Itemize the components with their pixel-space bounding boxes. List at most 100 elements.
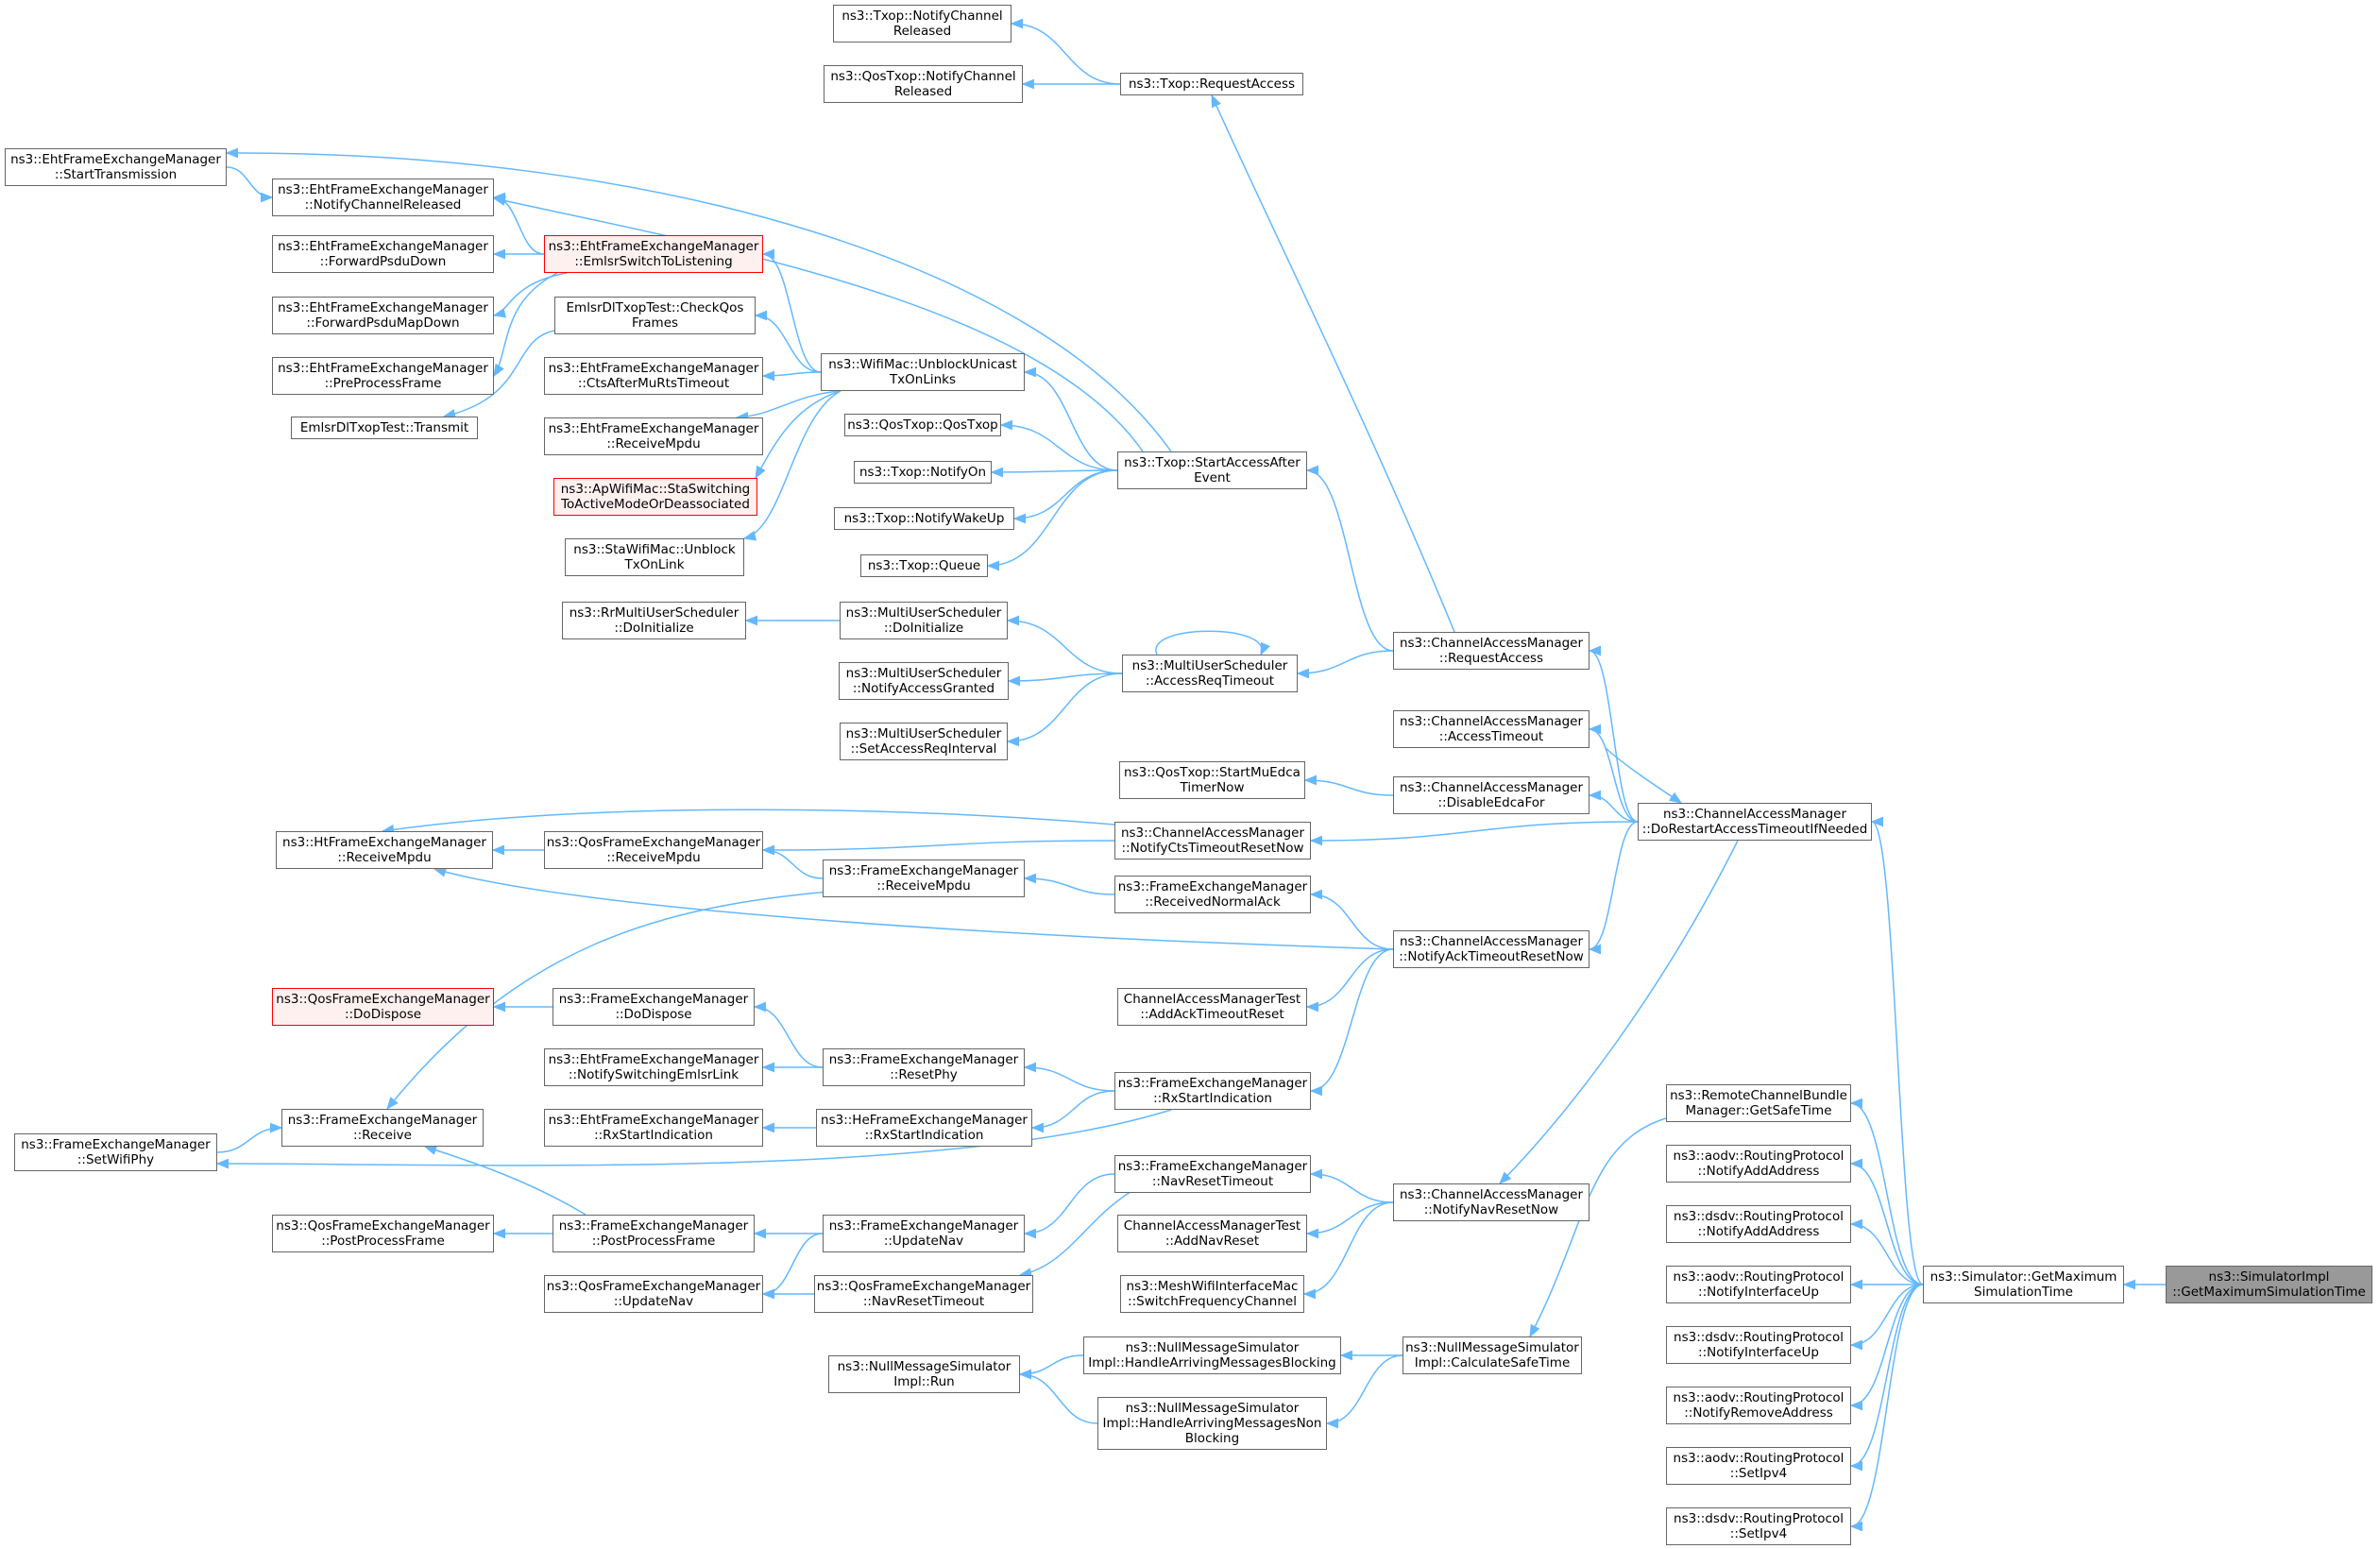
graph-node-n38[interactable]: ChannelAccessManagerTest::AddAckTimeoutR… — [1117, 988, 1307, 1026]
graph-node-n30[interactable]: ns3::ChannelAccessManager::DisableEdcaFo… — [1393, 776, 1590, 814]
node-label-line: Impl::HandleArrivingMessagesBlocking — [1088, 1355, 1336, 1370]
graph-node-n68[interactable]: ns3::dsdv::RoutingProtocol::SetIpv4 — [1666, 1507, 1851, 1545]
graph-node-n6[interactable]: ns3::EhtFrameExchangeManager::EmlsrSwitc… — [544, 235, 763, 273]
graph-node-n49[interactable]: ChannelAccessManagerTest::AddNavReset — [1117, 1215, 1307, 1252]
node-label-line: Released — [893, 84, 953, 99]
graph-node-n55[interactable]: ns3::QosFrameExchangeManager::UpdateNav — [544, 1275, 763, 1313]
graph-node-n25[interactable]: ns3::MultiUserScheduler::SetAccessReqInt… — [840, 723, 1008, 760]
graph-node-n63[interactable]: ns3::dsdv::RoutingProtocol::NotifyAddAdd… — [1666, 1205, 1851, 1243]
graph-node-n66[interactable]: ns3::aodv::RoutingProtocol::NotifyRemove… — [1666, 1387, 1851, 1424]
node-label-line: ::NavResetTimeout — [1151, 1174, 1274, 1189]
node-label-line: ns3::QosFrameExchangeManager — [546, 835, 761, 850]
graph-node-n47[interactable]: ns3::FrameExchangeManager::Receive — [281, 1109, 484, 1147]
graph-node-n12[interactable]: ns3::EhtFrameExchangeManager::CtsAfterMu… — [544, 357, 763, 395]
node-label-line: ::NotifyAddAddress — [1697, 1164, 1820, 1179]
node-label-line: ns3::aodv::RoutingProtocol — [1673, 1269, 1844, 1285]
graph-node-n37[interactable]: ns3::ChannelAccessManager::NotifyAckTime… — [1393, 930, 1590, 968]
graph-node-n41[interactable]: ns3::EhtFrameExchangeManager::NotifySwit… — [544, 1048, 763, 1086]
graph-node-n27[interactable]: ns3::ChannelAccessManager::RequestAccess — [1393, 632, 1590, 670]
graph-node-n23[interactable]: ns3::MultiUserScheduler::DoInitialize — [840, 602, 1008, 639]
graph-node-n43[interactable]: ns3::FrameExchangeManager::RxStartIndica… — [1114, 1072, 1311, 1110]
node-label-line: ns3::QosFrameExchangeManager — [546, 1279, 761, 1294]
graph-node-n52[interactable]: ns3::FrameExchangeManager::PostProcessFr… — [552, 1215, 755, 1252]
node-label-line: ::ReceivedNormalAck — [1145, 894, 1281, 910]
graph-node-n65[interactable]: ns3::dsdv::RoutingProtocol::NotifyInterf… — [1666, 1326, 1851, 1364]
graph-node-n22[interactable]: ns3::RrMultiUserScheduler::DoInitialize — [562, 602, 746, 639]
graph-node-n35[interactable]: ns3::ChannelAccessManager::NotifyCtsTime… — [1114, 822, 1311, 860]
graph-node-n36[interactable]: ns3::FrameExchangeManager::ReceivedNorma… — [1114, 876, 1311, 913]
graph-node-n9[interactable]: ns3::EhtFrameExchangeManager::PreProcess… — [272, 357, 494, 395]
edge-n42-n40 — [753, 1001, 824, 1068]
graph-node-n51[interactable]: ns3::QosFrameExchangeManager::PostProces… — [272, 1215, 494, 1252]
graph-node-n4[interactable]: ns3::EhtFrameExchangeManager::StartTrans… — [5, 148, 227, 186]
graph-node-n18[interactable]: ns3::Txop::NotifyOn — [854, 461, 992, 484]
node-label-line: ns3::dsdv::RoutingProtocol — [1674, 1511, 1844, 1526]
edge-n26-n24 — [1007, 672, 1123, 687]
edge-n3-n1 — [1010, 18, 1121, 85]
graph-node-n8[interactable]: ns3::EhtFrameExchangeManager::ForwardPsd… — [272, 297, 494, 334]
node-label-line: ::RxStartIndication — [1153, 1091, 1272, 1106]
graph-node-n42[interactable]: ns3::FrameExchangeManager::ResetPhy — [823, 1048, 1025, 1086]
node-label-line: ns3::EhtFrameExchangeManager — [278, 361, 488, 376]
edge-n37-n38 — [1305, 948, 1394, 1013]
graph-node-n48[interactable]: ns3::FrameExchangeManager::NavResetTimeo… — [1114, 1155, 1311, 1193]
graph-node-n56[interactable]: ns3::QosFrameExchangeManager::NavResetTi… — [814, 1275, 1033, 1313]
node-label-line: ns3::FrameExchangeManager — [828, 863, 1019, 878]
node-label-line: ns3::RrMultiUserScheduler — [569, 605, 740, 621]
edge-n26-n23 — [1006, 615, 1123, 674]
node-label-line: ::NotifyInterfaceUp — [1698, 1285, 1819, 1300]
graph-node-n7[interactable]: ns3::EhtFrameExchangeManager::ForwardPsd… — [272, 235, 494, 273]
graph-node-n17[interactable]: ns3::QosTxop::QosTxop — [844, 414, 1001, 436]
node-label-line: ns3::ChannelAccessManager — [1399, 780, 1584, 795]
node-label-line: ns3::aodv::RoutingProtocol — [1673, 1390, 1844, 1405]
graph-node-n54[interactable]: ns3::MeshWifiInterfaceMac::SwitchFrequen… — [1120, 1275, 1304, 1313]
graph-node-n67[interactable]: ns3::aodv::RoutingProtocol::SetIpv4 — [1666, 1447, 1851, 1485]
node-label-line: ns3::Txop::StartAccessAfter — [1124, 455, 1300, 470]
graph-node-n26[interactable]: ns3::MultiUserScheduler::AccessReqTimeou… — [1122, 655, 1298, 692]
graph-node-n10[interactable]: EmlsrDlTxopTest::Transmit — [291, 417, 478, 439]
graph-node-n50[interactable]: ns3::ChannelAccessManager::NotifyNavRese… — [1393, 1183, 1590, 1221]
edge-n31-n35 — [1309, 821, 1639, 846]
graph-node-n45[interactable]: ns3::HeFrameExchangeManager::RxStartIndi… — [816, 1109, 1032, 1147]
graph-node-n40[interactable]: ns3::FrameExchangeManager::DoDispose — [552, 988, 755, 1026]
graph-node-n62[interactable]: ns3::aodv::RoutingProtocol::NotifyAddAdd… — [1666, 1145, 1851, 1183]
graph-node-n46[interactable]: ns3::FrameExchangeManager::SetWifiPhy — [14, 1133, 217, 1171]
graph-node-n31[interactable]: ns3::ChannelAccessManager::DoRestartAcce… — [1638, 803, 1872, 841]
graph-node-n13[interactable]: ns3::EhtFrameExchangeManager::ReceiveMpd… — [544, 417, 763, 455]
node-label-line: ns3::Simulator::GetMaximum — [1930, 1269, 2117, 1285]
node-label-line: ::NotifyRemoveAddress — [1684, 1405, 1833, 1421]
graph-node-n33[interactable]: ns3::QosFrameExchangeManager::ReceiveMpd… — [544, 831, 763, 869]
graph-node-n20[interactable]: ns3::Txop::Queue — [860, 554, 988, 577]
graph-node-n34[interactable]: ns3::FrameExchangeManager::ReceiveMpdu — [823, 860, 1025, 897]
edge-n35-n33 — [761, 840, 1115, 856]
graph-node-n5[interactable]: ns3::EhtFrameExchangeManager::NotifyChan… — [272, 179, 494, 216]
graph-node-n39[interactable]: ns3::QosFrameExchangeManager::DoDispose — [272, 988, 494, 1026]
graph-node-n19[interactable]: ns3::Txop::NotifyWakeUp — [834, 507, 1014, 530]
graph-node-n3[interactable]: ns3::Txop::RequestAccess — [1120, 73, 1303, 95]
node-label-line: ::AddNavReset — [1164, 1234, 1260, 1249]
node-label-line: ns3::FrameExchangeManager — [828, 1052, 1019, 1067]
graph-node-n44[interactable]: ns3::EhtFrameExchangeManager::RxStartInd… — [544, 1109, 763, 1147]
graph-node-n28[interactable]: ns3::ChannelAccessManager::AccessTimeout — [1393, 710, 1590, 748]
graph-node-n24[interactable]: ns3::MultiUserScheduler::NotifyAccessGra… — [839, 662, 1009, 700]
graph-node-n32[interactable]: ns3::HtFrameExchangeManager::ReceiveMpdu — [276, 831, 493, 869]
node-label-line: ns3::EhtFrameExchangeManager — [10, 152, 221, 167]
graph-node-n53[interactable]: ns3::FrameExchangeManager::UpdateNav — [823, 1215, 1025, 1252]
edge-n43-n45 — [1030, 1090, 1115, 1133]
graph-node-n64[interactable]: ns3::aodv::RoutingProtocol::NotifyInterf… — [1666, 1266, 1851, 1303]
